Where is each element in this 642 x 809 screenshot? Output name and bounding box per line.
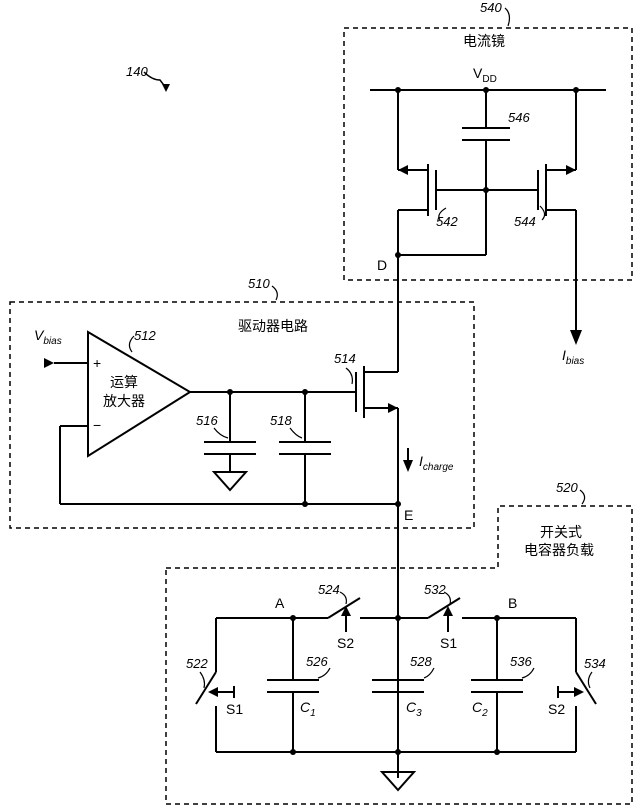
icharge-label: Icharge [419,453,454,473]
load-ref: 520 [556,480,578,495]
sw534-blade [575,671,597,705]
sw524-control-arrow [341,606,351,616]
opamp-plus: + [93,355,101,371]
c3-leader [423,667,435,679]
node-b-label: B [508,595,517,611]
t514-leader [345,367,353,385]
c2-sub: 2 [481,708,488,719]
sw522-control-arrow [208,687,218,697]
sw532-ref: 532 [424,582,446,597]
sw534-ref: 534 [584,656,606,671]
cap518-ref: 518 [270,413,292,428]
vdd-main: V [473,65,483,81]
c2-main: C [472,699,483,715]
vbias-main: V [34,327,45,343]
c2-leader [521,667,535,679]
c1-leader [317,667,331,679]
sw532-blade [427,597,461,619]
c2-label: C2 [472,699,488,719]
load-title-1: 开关式 [540,525,582,541]
opamp-label-1: 运算 [110,375,138,391]
current-mirror-ref-leader [504,7,511,27]
opamp-label-2: 放大器 [103,394,145,410]
sw522-ref: 522 [186,656,208,671]
bottom-node-c2 [494,749,500,755]
sw534-label: S2 [548,701,565,717]
driver-title: 驱动器电路 [238,319,308,335]
node-d-dot [395,252,401,258]
icharge-sub: charge [423,462,454,473]
driver-ref-leader [271,285,278,301]
c2-ref: 536 [510,654,532,669]
sw524-leader [339,591,347,605]
current-mirror-ref: 540 [480,0,502,15]
opamp-minus: − [93,417,101,433]
load-box [165,505,633,805]
c1-sub: 1 [310,708,316,719]
c1-main: C [300,699,311,715]
opamp-ref: 512 [134,328,156,343]
t514-arrow [388,403,398,413]
c3-label: C3 [406,699,422,719]
current-mirror-box [343,27,633,281]
vbias-sub: bias [43,336,61,347]
t544-arrow [566,165,576,175]
t544-leader [539,205,546,221]
ground-icon-driver [211,471,249,492]
sw524-ref: 524 [318,582,340,597]
current-mirror-title: 电流镜 [463,34,505,50]
sw524-blade [327,597,361,619]
node-d-label: D [377,257,387,273]
t544-ref: 544 [514,214,536,229]
load-ref-leader [579,489,586,505]
ibias-main: I [562,347,566,363]
sw522-leader [199,671,206,689]
node-a-label: A [275,595,285,611]
sw534-leader [587,671,593,689]
sw524-label: S2 [337,635,354,651]
t542-arrow [398,165,408,175]
figure-ref: 140 [126,64,148,79]
cap546-ref: 546 [508,110,530,125]
icharge-arrowhead [403,460,413,472]
figure-ref-arrowhead [162,84,170,92]
t514-ref: 514 [334,351,356,366]
t542-ref: 542 [436,214,458,229]
sw532-control-arrow [443,606,453,616]
sw532-leader [443,591,451,605]
figure-ref-arrow [143,71,167,89]
sw532-label: S1 [440,635,457,651]
cap516-leader [213,427,229,439]
opamp-leader [128,335,135,353]
c1-label: C1 [300,699,316,719]
vdd-sub: DD [482,74,496,85]
ibias-sub: bias [566,356,584,367]
c1-ref: 526 [306,654,328,669]
node-e-label: E [404,507,413,523]
t542-leader [438,207,447,221]
c3-sub: 3 [416,708,422,719]
driver-ref: 510 [248,276,270,291]
cap516-ref: 516 [196,413,218,428]
c3-ref: 528 [410,654,432,669]
ground-icon-load [379,771,417,792]
vbias-arrow [44,358,54,368]
vbias-label: Vbias [34,327,62,347]
sw522-blade [195,671,217,705]
bottom-node-c1 [290,749,296,755]
driver-box [9,301,475,529]
sw534-control-arrow [574,687,584,697]
cap518-leader [289,427,303,439]
vdd-label: VDD [473,65,497,85]
ibias-arrow [570,330,582,345]
load-title-2: 电容器负载 [524,542,594,559]
opamp-triangle [87,330,192,458]
sw522-label: S1 [226,701,243,717]
ibias-label: Ibias [562,347,584,367]
c3-main: C [406,699,417,715]
icharge-main: I [419,453,423,469]
